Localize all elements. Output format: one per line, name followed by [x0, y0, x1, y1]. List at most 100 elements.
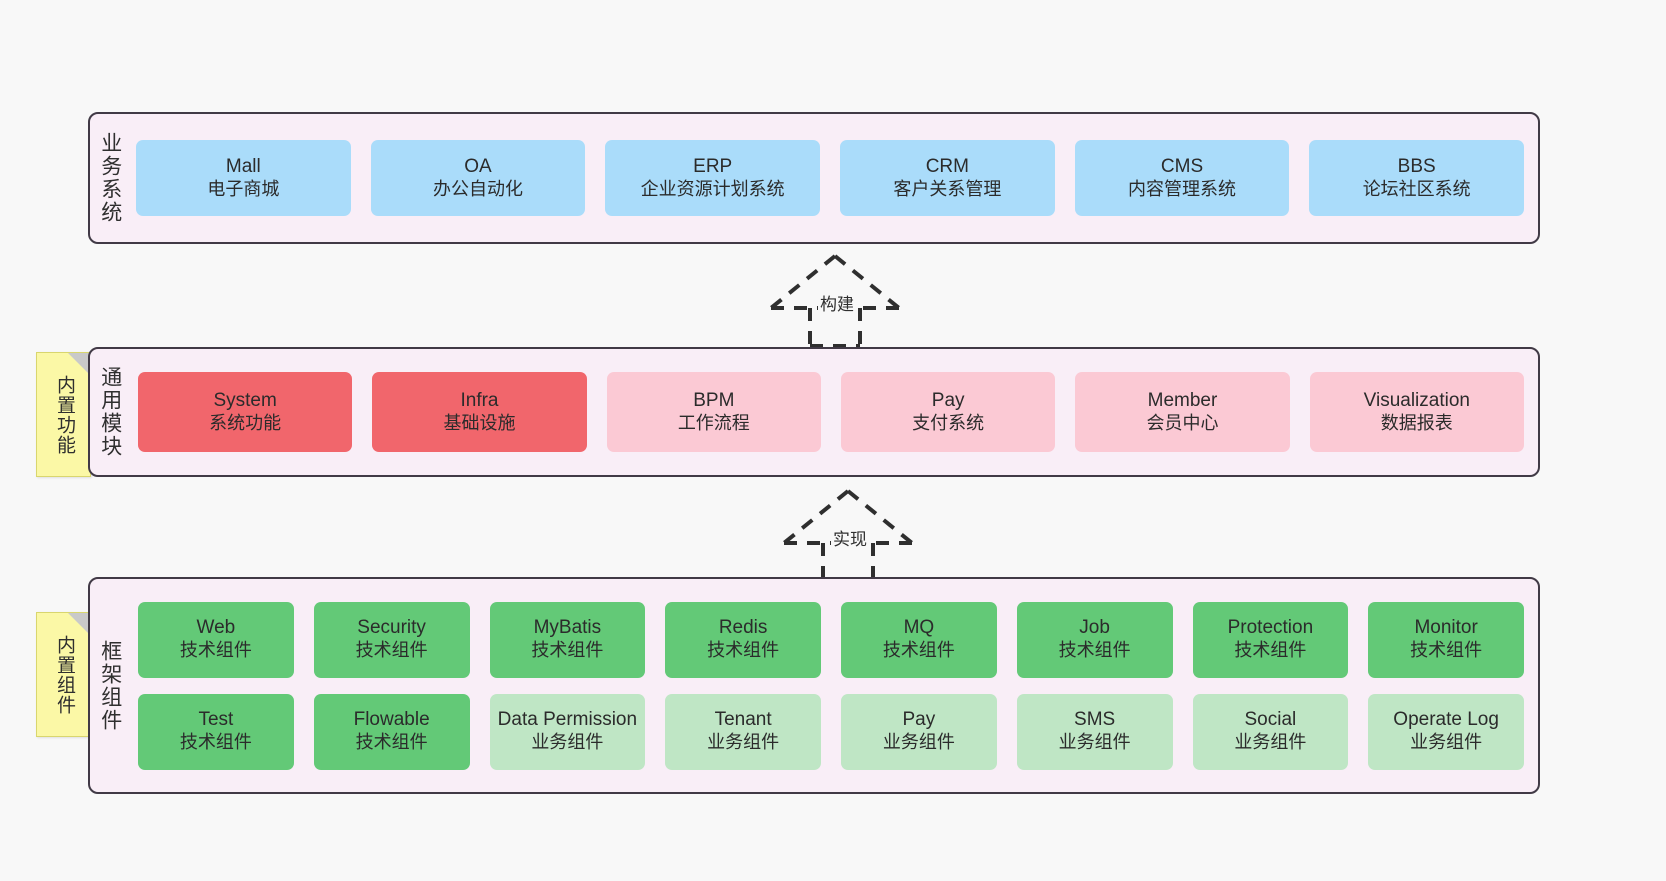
box-title: Tenant	[714, 709, 772, 731]
box-subtitle: 客户关系管理	[893, 178, 1002, 199]
connector-build-arrow	[769, 254, 901, 348]
box-subtitle: 技术组件	[531, 640, 604, 661]
box-title: Protection	[1227, 617, 1314, 639]
box-title: Mall	[225, 155, 261, 177]
box-subtitle: 内容管理系统	[1128, 178, 1237, 199]
box-title: BBS	[1397, 155, 1436, 177]
box-title: MyBatis	[533, 617, 602, 639]
box-title: Web	[196, 617, 236, 639]
box-subtitle: 支付系统	[912, 412, 985, 433]
note-fold-corner-icon	[68, 613, 90, 635]
box-subtitle: 技术组件	[355, 640, 428, 661]
box-title: CMS	[1160, 155, 1204, 177]
note-builtin-components-label: 内置组件	[53, 634, 75, 715]
box-title: MQ	[903, 617, 935, 639]
box-title: OA	[464, 155, 492, 177]
box-subtitle: 技术组件	[1410, 640, 1483, 661]
layer-business-label: 业务系统	[98, 132, 122, 224]
box-subtitle: 业务组件	[531, 732, 604, 753]
box-title: Flowable	[353, 709, 430, 731]
box-subtitle: 业务组件	[1234, 732, 1307, 753]
box-subtitle: 工作流程	[677, 412, 750, 433]
box-subtitle: 办公自动化	[433, 178, 523, 199]
box-title: Data Permission	[497, 709, 638, 731]
note-builtin-features: 内置功能	[36, 352, 91, 477]
box-title: Pay	[931, 389, 965, 411]
box-subtitle: 技术组件	[882, 640, 955, 661]
connector-implement: 实现	[768, 487, 928, 583]
box-subtitle: 技术组件	[355, 732, 428, 753]
note-builtin-components: 内置组件	[36, 612, 91, 737]
box-title: Operate Log	[1393, 709, 1499, 731]
box-title: SMS	[1074, 709, 1116, 731]
box-title: Test	[198, 709, 234, 731]
layer-framework-label: 框架组件	[98, 639, 122, 732]
box-title: CRM	[925, 155, 969, 177]
connector-build: 构建	[755, 252, 915, 348]
box-subtitle: 企业资源计划系统	[640, 178, 785, 199]
box-subtitle: 论坛社区系统	[1362, 178, 1471, 199]
layer-modules-label: 通用模块	[98, 366, 122, 458]
box-title: Job	[1079, 617, 1110, 639]
connector-implement-label: 实现	[831, 525, 869, 550]
box-title: Pay	[902, 709, 936, 731]
box-subtitle: 基础设施	[443, 412, 516, 433]
box-title: Member	[1147, 389, 1218, 411]
box-title: System	[213, 389, 277, 411]
box-title: Infra	[460, 389, 499, 411]
box-subtitle: 数据报表	[1380, 412, 1453, 433]
box-title: BPM	[693, 389, 735, 411]
box-title: Security	[357, 617, 426, 639]
box-subtitle: 业务组件	[1410, 732, 1483, 753]
box-subtitle: 技术组件	[1058, 640, 1131, 661]
box-title: Monitor	[1414, 617, 1478, 639]
box-subtitle: 技术组件	[179, 732, 252, 753]
box-title: ERP	[693, 155, 733, 177]
box-subtitle: 技术组件	[1234, 640, 1307, 661]
box-subtitle: 业务组件	[707, 732, 780, 753]
box-subtitle: 会员中心	[1146, 412, 1219, 433]
box-subtitle: 技术组件	[179, 640, 252, 661]
connector-build-label: 构建	[818, 290, 856, 315]
box-title: Visualization	[1363, 389, 1470, 411]
box-subtitle: 业务组件	[882, 732, 955, 753]
note-builtin-features-label: 内置功能	[53, 374, 75, 455]
